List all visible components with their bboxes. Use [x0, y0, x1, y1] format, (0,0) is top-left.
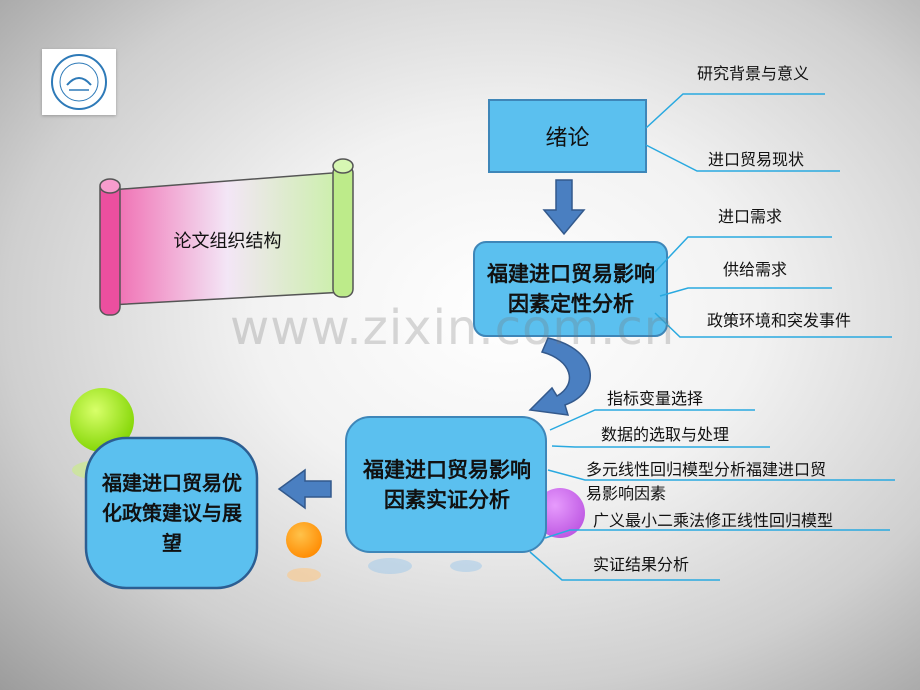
watermark: www.zixin.com.cn — [230, 300, 676, 356]
branch-label: 数据的选取与处理 — [601, 425, 730, 444]
qualitative-label: 福建进口贸易影响因素定性分析 — [487, 262, 655, 316]
branch-label: 指标变量选择 — [607, 389, 704, 408]
university-logo — [42, 49, 116, 115]
orange-bubble — [286, 522, 322, 558]
curved-arrow — [528, 337, 591, 416]
branch-label: 政策环境和突发事件 — [707, 311, 852, 330]
purple-bubble — [535, 488, 585, 538]
branch-line — [549, 409, 755, 431]
branch-label: 研究背景与意义 — [697, 64, 810, 83]
branch-label: 进口需求 — [718, 207, 783, 226]
branch-label: 进口贸易现状 — [708, 150, 805, 169]
branch-line — [654, 236, 832, 273]
empirical-label: 福建进口贸易影响因素实证分析 — [363, 458, 531, 512]
branch-label: 实证结果分析 — [593, 555, 690, 574]
branch-label: 供给需求 — [723, 260, 788, 279]
branch-line — [659, 287, 832, 297]
qualitative-box — [473, 241, 668, 337]
university-seal-icon — [51, 54, 107, 110]
branch-label: 广义最小二乘法修正线性回归模型 — [593, 511, 834, 530]
blue-bubble-shadow-2 — [450, 560, 482, 572]
branch-line — [654, 312, 892, 338]
branch-line — [645, 144, 840, 172]
intro-box — [488, 99, 647, 173]
policy-box — [84, 436, 259, 590]
title-scroll — [99, 158, 354, 316]
branch-line — [645, 93, 825, 129]
left-arrow — [277, 468, 332, 510]
green-bubble — [70, 388, 134, 452]
empirical-box — [345, 416, 547, 553]
branch-label: 易影响因素 — [586, 484, 667, 503]
branch-line — [544, 529, 890, 539]
scroll-title: 论文组织结构 — [173, 231, 282, 252]
intro-label: 绪论 — [545, 126, 590, 151]
branch-line — [547, 469, 895, 481]
orange-bubble-reflection — [287, 568, 321, 582]
branch-label: 多元线性回归模型分析福建进口贸 — [586, 460, 827, 479]
branch-line — [551, 445, 770, 448]
down-arrow — [542, 179, 586, 236]
branch-line — [529, 551, 720, 581]
policy-label: 福建进口贸易优化政策建议与展望 — [102, 471, 242, 555]
blue-bubble-shadow — [368, 558, 412, 574]
